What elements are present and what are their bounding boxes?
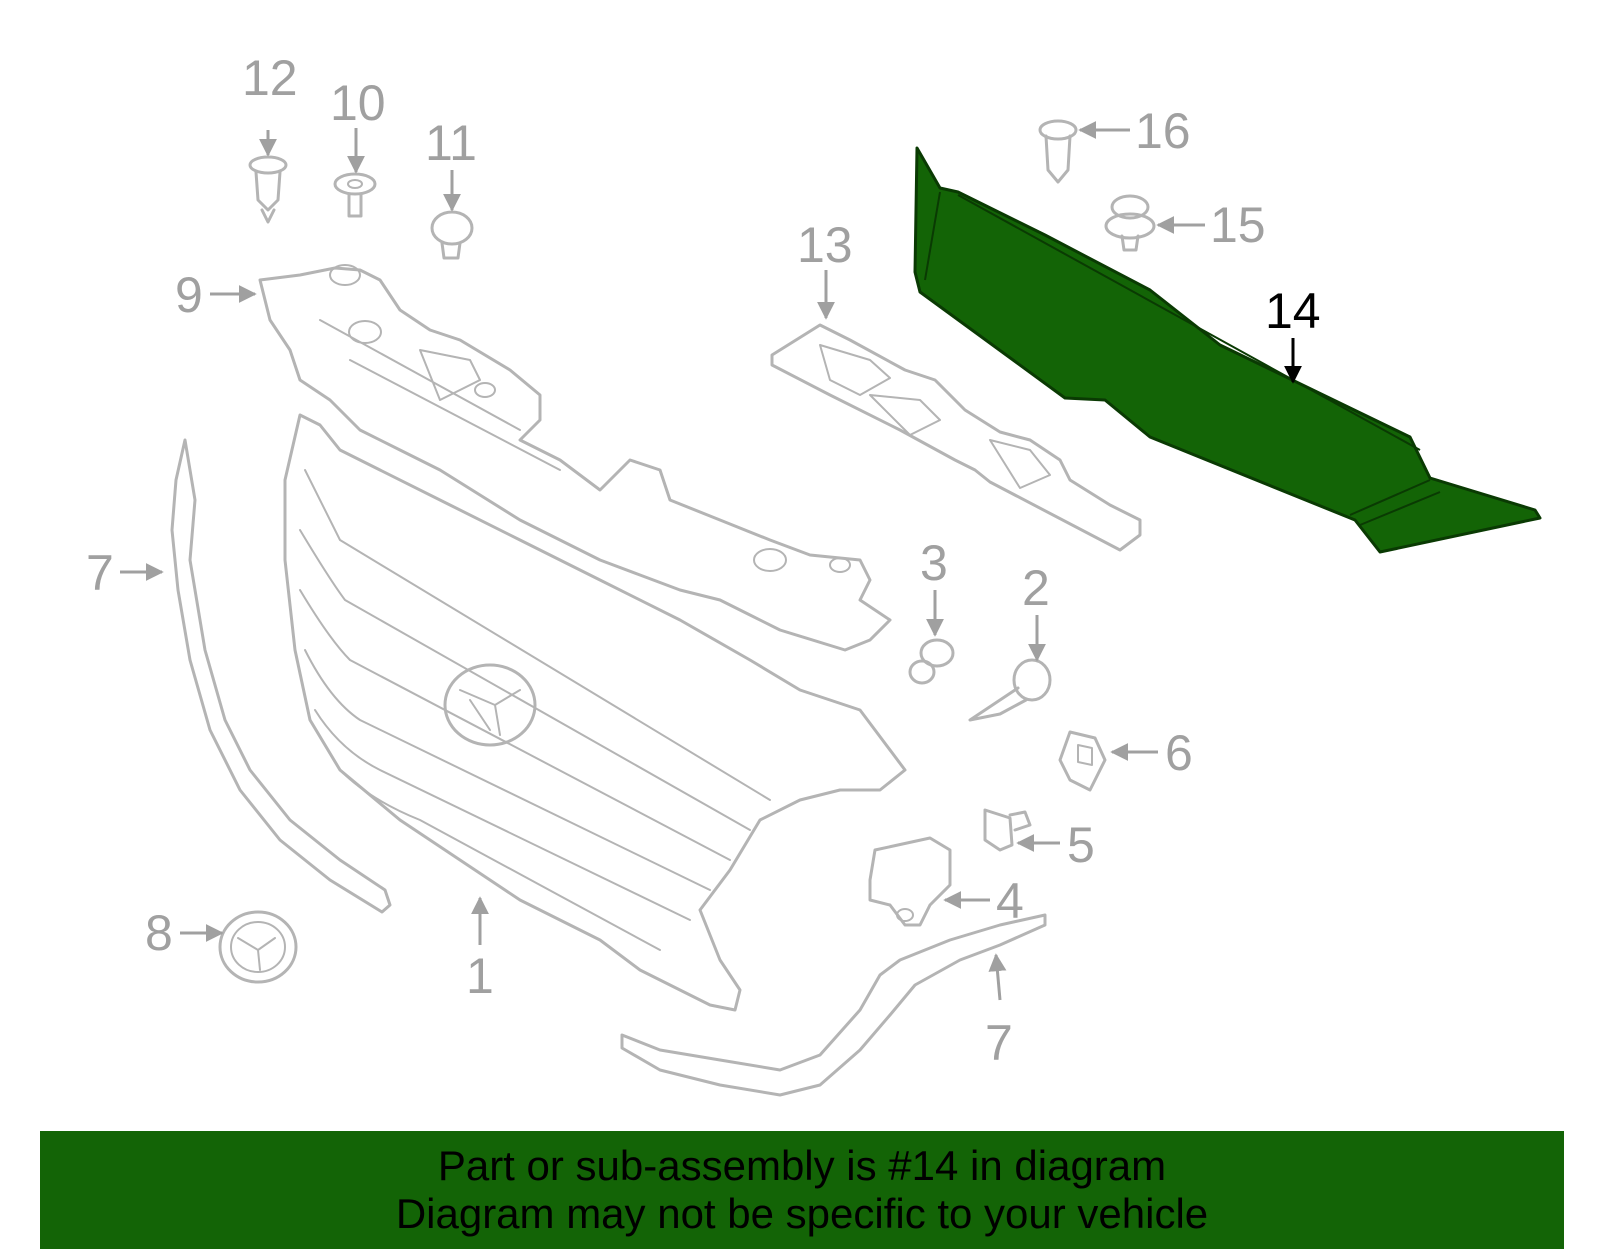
banner-line-2: Diagram may not be specific to your vehi… (395, 1190, 1209, 1237)
part-7-lower-molding[interactable] (620, 913, 1047, 1097)
part-15-clip[interactable] (1104, 194, 1156, 252)
part-2-screw[interactable] (968, 658, 1052, 722)
callout-10: 10 (330, 75, 386, 131)
callout-13: 13 (797, 217, 853, 273)
callout-16: 16 (1135, 103, 1191, 159)
part-16-clip[interactable] (1038, 119, 1078, 184)
info-banner: Part or sub-assembly is #14 in diagram D… (40, 1131, 1564, 1249)
callout-14: 14 (1265, 283, 1321, 339)
callout-7-lower: 7 (985, 1015, 1013, 1071)
leader-arrows (120, 121, 1302, 1001)
part-12-clip[interactable] (248, 155, 288, 224)
banner-line-1: Part or sub-assembly is #14 in diagram (437, 1142, 1167, 1189)
callout-labels: 12 10 11 9 13 16 15 14 7 3 2 6 5 4 8 1 7 (86, 50, 1321, 1071)
callout-9: 9 (175, 267, 203, 323)
callout-1: 1 (466, 948, 494, 1004)
part-10-clip[interactable] (333, 172, 377, 218)
part-13-bracket[interactable] (770, 323, 1142, 552)
callout-11: 11 (425, 115, 477, 171)
part-9-upper-support[interactable] (258, 264, 892, 652)
part-14-grille-seal[interactable] (913, 146, 1542, 554)
callout-2: 2 (1022, 560, 1050, 616)
part-5-nut[interactable] (983, 808, 1032, 852)
part-6-clip[interactable] (1058, 730, 1107, 792)
callout-7-left: 7 (86, 545, 114, 601)
callout-6: 6 (1165, 725, 1193, 781)
callout-5: 5 (1067, 817, 1095, 873)
callout-12: 12 (242, 50, 298, 106)
callout-15: 15 (1210, 197, 1266, 253)
part-1-grille[interactable] (283, 413, 907, 1012)
part-8-emblem[interactable] (218, 910, 298, 984)
callout-4: 4 (996, 873, 1024, 929)
callout-3: 3 (920, 535, 948, 591)
part-7-left-molding[interactable] (170, 438, 392, 914)
part-3-pin[interactable] (908, 638, 955, 685)
part-4-bracket[interactable] (868, 836, 952, 927)
part-11-clip[interactable] (430, 210, 474, 260)
callout-8: 8 (145, 905, 173, 961)
